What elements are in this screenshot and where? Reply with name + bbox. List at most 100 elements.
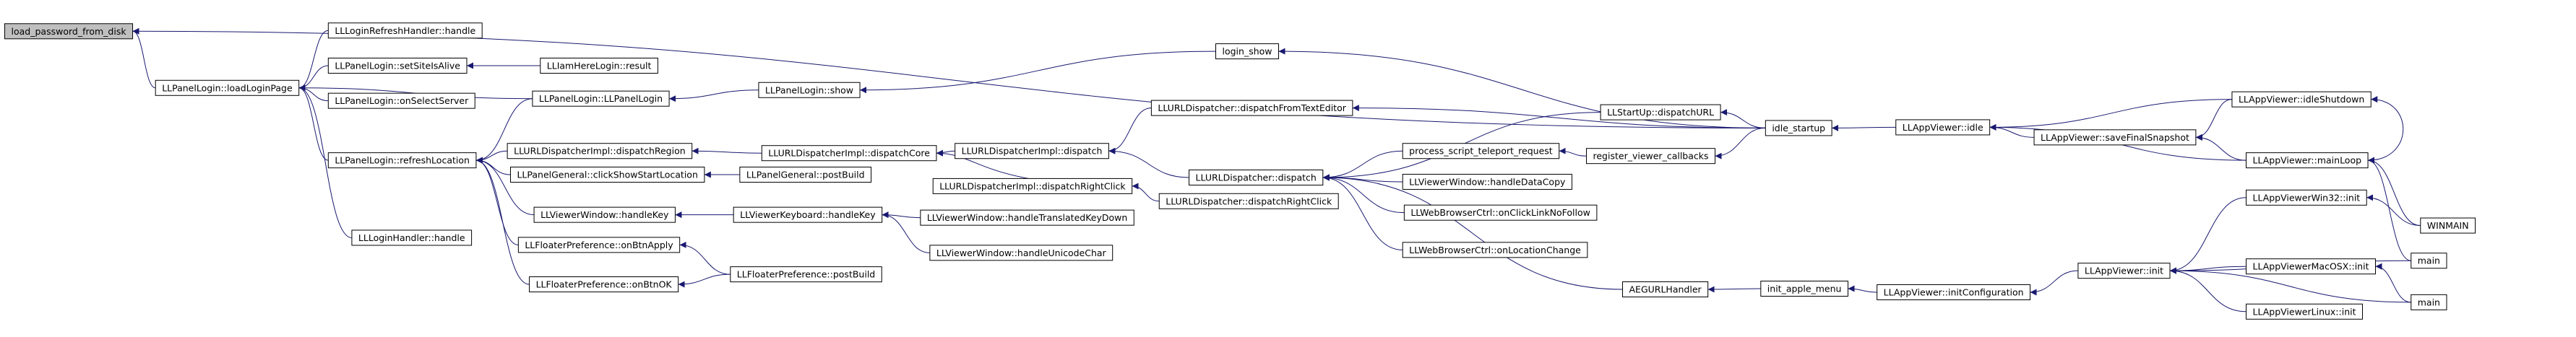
graph-node[interactable]: LLPanelLogin::LLPanelLogin: [532, 90, 670, 107]
call-edge: [1322, 174, 1403, 183]
node-label: LLFloaterPreference::postBuild: [737, 269, 875, 280]
node-label: LLURLDispatcherImpl::dispatchRightClick: [939, 180, 1126, 191]
graph-node[interactable]: LLAppViewer::init: [2077, 263, 2171, 279]
node-box: [351, 229, 473, 246]
graph-node[interactable]: LLFloaterPreference::postBuild: [730, 266, 882, 283]
edge-layer: [132, 27, 2421, 312]
graph-node[interactable]: LLAppViewer::idle: [1895, 119, 1991, 136]
node-label: LLAppViewer::mainLoop: [2253, 155, 2362, 166]
graph-node[interactable]: LLPanelLogin::onSelectServer: [327, 92, 475, 109]
graph-node[interactable]: LLAppViewer::initConfiguration: [1877, 284, 2031, 300]
graph-node[interactable]: LLPanelLogin::loadLoginPage: [155, 79, 300, 96]
call-edge: [2170, 267, 2247, 312]
graph-node[interactable]: LLPanelLogin::show: [758, 82, 861, 98]
node-box: [2246, 303, 2364, 320]
node-label: main: [2418, 297, 2440, 307]
graph-node[interactable]: LLWebBrowserCtrl::onClickLinkNoFollow: [1403, 204, 1598, 221]
node-box: [2411, 294, 2447, 310]
node-box: [155, 79, 300, 96]
node-label: load_password_from_disk: [12, 26, 127, 37]
node-label: LLURLDispatcher::dispatchRightClick: [1166, 196, 1332, 206]
graph-node[interactable]: AEGURLHandler: [1622, 281, 1709, 297]
graph-node[interactable]: LLURLDispatcherImpl::dispatch: [955, 143, 1109, 159]
node-box: [2246, 189, 2367, 206]
node-label: LLViewerKeyboard::handleKey: [740, 209, 876, 220]
node-box: [327, 22, 483, 39]
node-box: [1877, 284, 2031, 300]
node-box: [1402, 173, 1572, 190]
graph-node[interactable]: main: [2411, 253, 2447, 269]
graph-node[interactable]: login_show: [1215, 43, 1280, 60]
graph-node[interactable]: LLPanelLogin::refreshLocation: [327, 152, 477, 169]
graph-node[interactable]: idle_startup: [1765, 120, 1832, 136]
node-box: [540, 57, 658, 74]
call-edge: [1559, 147, 1587, 157]
node-box: [1403, 204, 1598, 221]
node-box: [730, 266, 882, 283]
graph-node[interactable]: WINMAIN: [2420, 217, 2476, 234]
graph-node[interactable]: LLURLDispatcherImpl::dispatchCore: [761, 145, 937, 162]
graph-node[interactable]: LLViewerWindow::handleUnicodeChar: [929, 245, 1113, 261]
call-edge: [2195, 134, 2247, 161]
graph-node[interactable]: LLPanelLogin::setSiteIsAlive: [327, 57, 468, 74]
graph-node[interactable]: LLViewerWindow::handleDataCopy: [1402, 173, 1572, 190]
node-box: [1895, 119, 1991, 136]
call-edge: [692, 147, 762, 154]
node-box: [1150, 100, 1353, 116]
graph-node[interactable]: LLLoginRefreshHandler::handle: [327, 22, 483, 39]
graph-node[interactable]: LLURLDispatcher::dispatchFromTextEditor: [1150, 100, 1353, 116]
graph-node[interactable]: init_apple_menu: [1760, 280, 1848, 297]
node-label: LLStartUp::dispatchURL: [1607, 107, 1714, 118]
graph-node[interactable]: LLAppViewer::idleShutdown: [2231, 91, 2372, 108]
graph-node[interactable]: main: [2411, 294, 2447, 310]
graph-node[interactable]: LLAppViewerWin32::init: [2246, 189, 2367, 206]
graph-node[interactable]: LLURLDispatcherImpl::dispatchRightClick: [932, 178, 1133, 194]
graph-node[interactable]: LLStartUp::dispatchURL: [1600, 104, 1721, 121]
node-label: LLIamHereLogin::result: [547, 60, 652, 71]
node-box: [1215, 43, 1280, 60]
graph-node[interactable]: LLViewerWindow::handleTranslatedKeyDown: [920, 209, 1134, 226]
graph-node[interactable]: LLFloaterPreference::onBtnOK: [529, 276, 679, 293]
graph-node[interactable]: LLPanelGeneral::clickShowStartLocation: [509, 167, 705, 183]
call-edge: [678, 273, 731, 288]
node-label: LLPanelLogin::refreshLocation: [335, 155, 470, 166]
graph-node[interactable]: load_password_from_disk: [4, 23, 134, 40]
graph-node[interactable]: LLViewerKeyboard::handleKey: [733, 206, 883, 223]
node-box: [2420, 217, 2476, 234]
node-box: [2246, 258, 2376, 275]
node-layer: load_password_from_diskLLPanelLogin::loa…: [4, 22, 2476, 320]
graph-node[interactable]: LLWebBrowserCtrl::onLocationChange: [1402, 242, 1588, 258]
node-label: LLAppViewer::saveFinalSnapshot: [2041, 132, 2189, 143]
node-box: [2077, 263, 2171, 279]
call-edge: [1322, 174, 1405, 214]
call-edge: [475, 98, 533, 164]
call-edge: [2170, 267, 2411, 303]
graph-node[interactable]: LLFloaterPreference::onBtnApply: [517, 237, 681, 253]
node-box: [2033, 129, 2197, 146]
call-edge: [298, 84, 352, 238]
node-box: [507, 143, 693, 159]
graph-node[interactable]: LLURLDispatcherImpl::dispatchRegion: [507, 143, 693, 159]
node-label: LLViewerWindow::handleDataCopy: [1409, 176, 1566, 187]
node-label: LLPanelLogin::LLPanelLogin: [539, 93, 663, 104]
graph-node[interactable]: LLViewerWindow::handleKey: [533, 206, 676, 223]
graph-node[interactable]: LLAppViewerLinux::init: [2246, 303, 2364, 320]
graph-node[interactable]: LLAppViewerMacOSX::init: [2246, 258, 2376, 275]
graph-node[interactable]: register_viewer_callbacks: [1586, 148, 1716, 165]
graph-node[interactable]: process_script_teleport_request: [1402, 143, 1560, 159]
node-box: [327, 57, 468, 74]
call-edge: [1848, 285, 1877, 293]
graph-node[interactable]: LLIamHereLogin::result: [540, 57, 658, 74]
node-label: register_viewer_callbacks: [1593, 151, 1709, 162]
graph-node[interactable]: LLURLDispatcher::dispatchRightClick: [1158, 193, 1339, 209]
graph-node[interactable]: LLPanelGeneral::postBuild: [739, 167, 872, 183]
node-box: [1189, 169, 1324, 185]
graph-node[interactable]: LLLoginHandler::handle: [351, 229, 473, 246]
node-box: [1158, 193, 1339, 209]
graph-node[interactable]: LLURLDispatcher::dispatch: [1189, 169, 1324, 185]
node-box: [509, 167, 705, 183]
node-box: [1402, 143, 1560, 159]
node-box: [517, 237, 681, 253]
graph-node[interactable]: LLAppViewer::mainLoop: [2246, 152, 2369, 169]
graph-node[interactable]: LLAppViewer::saveFinalSnapshot: [2033, 129, 2197, 146]
